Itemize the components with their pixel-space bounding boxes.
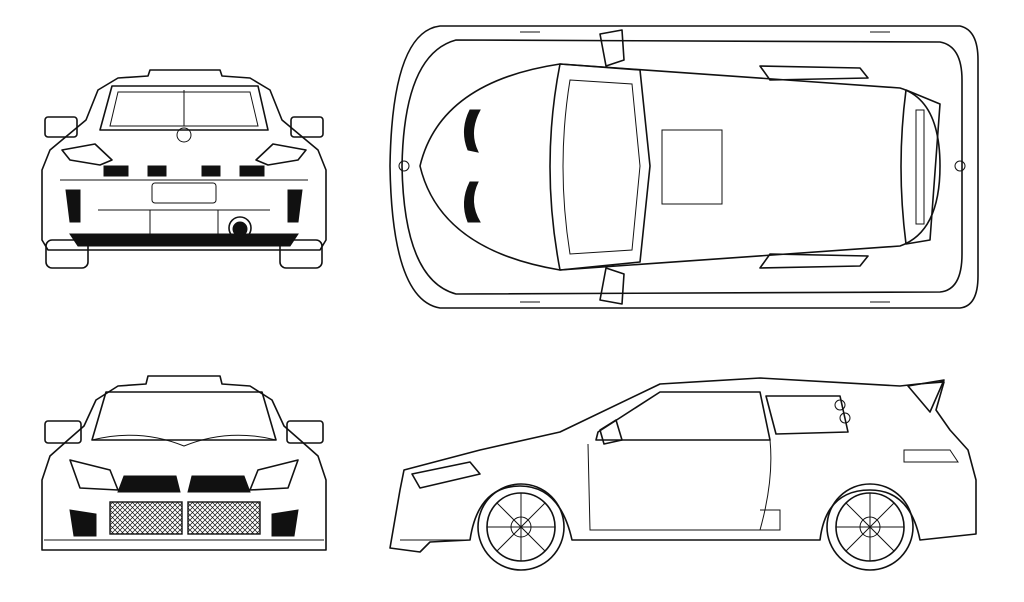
- top-view: [389, 25, 979, 309]
- front-wheel: [477, 483, 565, 571]
- side-view: [389, 377, 977, 571]
- rear-wheel: [826, 483, 914, 571]
- rear-view: [41, 69, 327, 269]
- front-view: [41, 375, 327, 551]
